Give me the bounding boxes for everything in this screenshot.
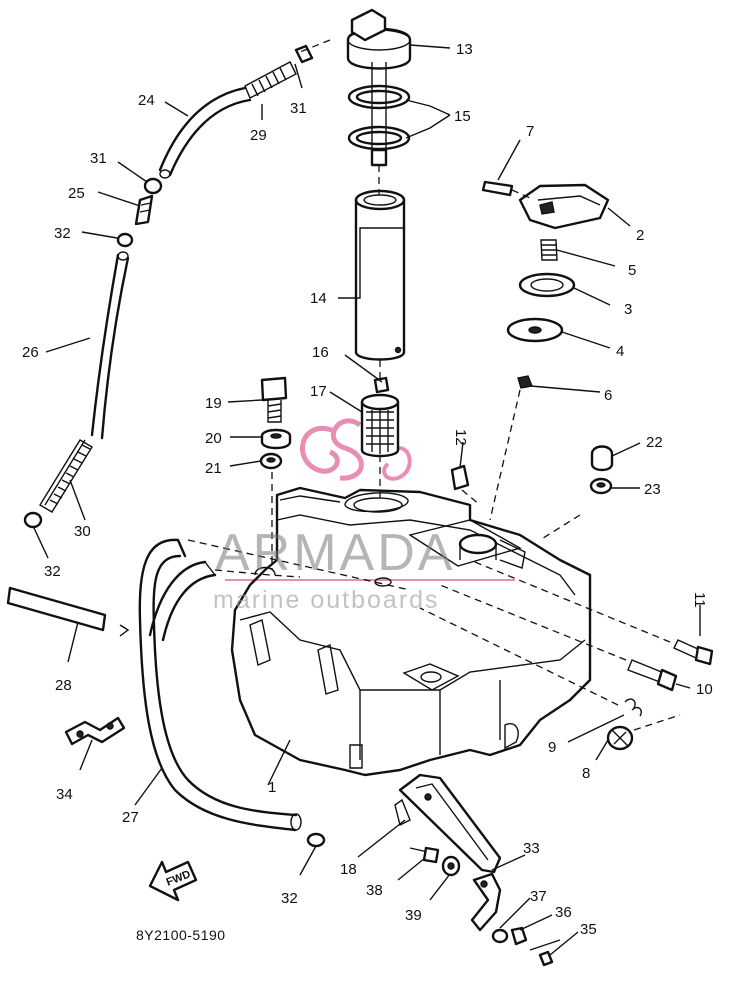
callout-15: 15 (454, 108, 471, 125)
grommet-12 (450, 464, 481, 506)
callout-9: 9 (548, 739, 556, 756)
pin-38 (409, 846, 440, 864)
watermark-tagline: marine outboards (213, 586, 440, 614)
callout-21: 21 (205, 460, 222, 477)
grommet-22 (590, 445, 614, 472)
callout-27: 27 (122, 809, 139, 826)
callout-14: 14 (310, 290, 327, 307)
callout-19: 19 (205, 395, 222, 412)
leader-lines (33, 44, 701, 956)
pin-7 (481, 180, 531, 199)
callout-31-left: 31 (90, 150, 107, 167)
callout-17: 17 (310, 383, 327, 400)
callout-2: 2 (636, 227, 644, 244)
filler-dashline (299, 39, 381, 500)
watermark-logo (225, 418, 515, 581)
hose-26 (90, 251, 130, 440)
callout-32-left: 32 (44, 563, 61, 580)
callout-18: 18 (340, 861, 357, 878)
filler-tube-14 (354, 189, 406, 361)
clip-8 (606, 714, 681, 751)
fwd-arrow: FWD (148, 860, 198, 902)
spring-29 (244, 61, 297, 99)
callout-12: 12 (452, 429, 469, 446)
callout-4: 4 (616, 343, 624, 360)
callout-37: 37 (530, 888, 547, 905)
callout-39: 39 (405, 907, 422, 924)
callout-33: 33 (523, 840, 540, 857)
callout-32-upper: 32 (54, 225, 71, 242)
bracket-18 (394, 773, 502, 874)
callout-16: 16 (312, 344, 329, 361)
washer-37 (491, 928, 509, 944)
filter-17 (360, 376, 400, 458)
callout-3: 3 (624, 301, 632, 318)
washer-23 (539, 477, 613, 541)
vent-cap-2 (518, 183, 610, 230)
callout-26: 26 (22, 344, 39, 361)
hose-clips (23, 44, 326, 848)
spring-30 (39, 439, 93, 513)
clip-34 (64, 716, 126, 746)
callout-29: 29 (250, 127, 267, 144)
callout-7: 7 (526, 123, 534, 140)
callout-11: 11 (691, 592, 708, 608)
callout-20: 20 (205, 430, 222, 447)
hose-return (148, 539, 411, 642)
washer-20 (260, 428, 292, 450)
callout-34: 34 (56, 786, 73, 803)
spring-5 (540, 239, 558, 261)
o-rings-15 (347, 84, 411, 151)
callout-32-bottom: 32 (281, 890, 298, 907)
cap-assembly-13 (346, 8, 412, 167)
gasket-3 (518, 272, 576, 298)
callout-1: 1 (268, 779, 276, 796)
washer-21 (259, 452, 283, 470)
callout-8: 8 (582, 765, 590, 782)
bolt-11 (469, 559, 714, 666)
callout-labels: 1 2 3 4 5 6 7 8 9 10 11 12 13 14 15 16 1… (22, 41, 713, 938)
hose-24 (158, 86, 252, 179)
callout-35: 35 (580, 921, 597, 938)
callout-10: 10 (696, 681, 713, 698)
callout-5: 5 (628, 262, 636, 279)
washer-39 (441, 855, 461, 877)
callout-23: 23 (644, 481, 661, 498)
callout-38: 38 (366, 882, 383, 899)
callout-30: 30 (74, 523, 91, 540)
drawing-code: 8Y2100-5190 (136, 927, 226, 943)
callout-36: 36 (555, 904, 572, 921)
hose-28 (6, 586, 130, 637)
nut-36 (510, 926, 528, 946)
hose-27 (138, 538, 302, 832)
screw-35 (529, 939, 561, 967)
callout-28: 28 (55, 677, 72, 694)
plate-4 (506, 317, 564, 343)
callout-31-top: 31 (290, 100, 307, 117)
clip-9 (419, 607, 642, 717)
clamp-33 (470, 872, 502, 932)
callout-25: 25 (68, 185, 85, 202)
callout-24: 24 (138, 92, 155, 109)
nut-6 (489, 375, 533, 521)
bolt-19 (260, 376, 288, 423)
watermark-brand: ARMADA (215, 524, 455, 582)
callout-22: 22 (646, 434, 663, 451)
callout-13: 13 (456, 41, 473, 58)
bolt-10 (439, 584, 678, 692)
fuel-tank (230, 486, 592, 777)
connector-25 (134, 194, 154, 226)
callout-6: 6 (604, 387, 612, 404)
